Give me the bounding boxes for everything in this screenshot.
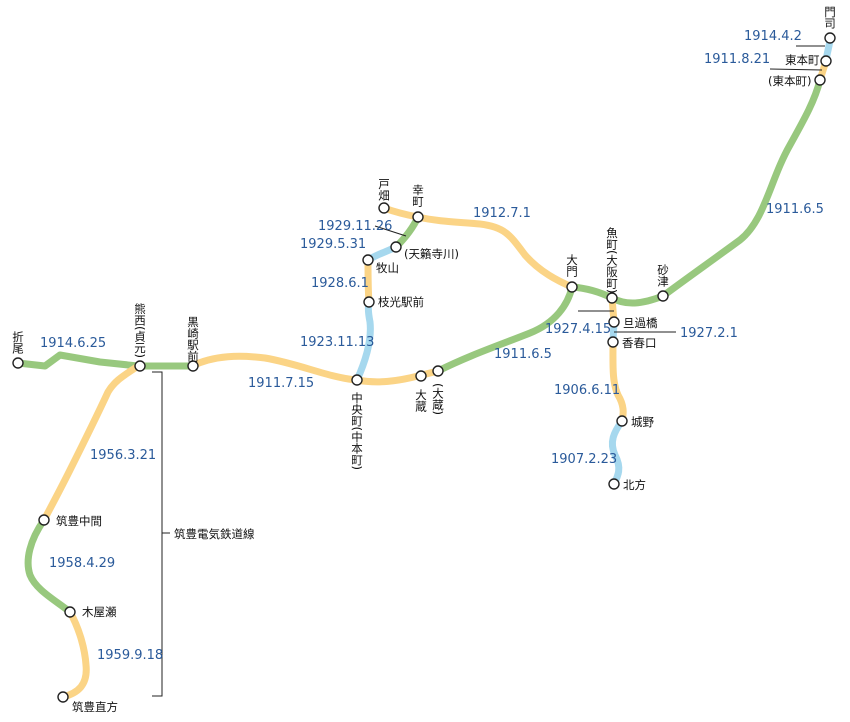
station-kitagata-marker (608, 478, 620, 490)
label-okura-old: (大蔵) (431, 383, 445, 415)
station-kasugaguchi-marker (607, 336, 619, 348)
date-uomachi-tankabashi: 1927.4.15 (545, 322, 611, 337)
date-okura-daimon: 1911.6.5 (494, 347, 552, 362)
leader-higashihonmachi (769, 68, 823, 71)
station-moji-marker (824, 32, 836, 44)
label-kumanishi: 熊西(貞元) (133, 302, 147, 358)
station-daimon-marker (566, 281, 578, 293)
label-moji: 門司 (823, 6, 837, 29)
label-okura: 大蔵 (414, 388, 428, 413)
segment-orio-kumanishi (14, 351, 142, 370)
station-okura-old-marker (432, 365, 444, 377)
station-nogata-marker (57, 691, 69, 703)
label-orio: 折尾 (11, 330, 25, 354)
station-kiyase-marker (64, 606, 76, 618)
station-kumanishi-marker (134, 360, 146, 372)
station-okura-marker (415, 370, 427, 382)
station-sunatsu-marker (657, 290, 669, 302)
date-kurosaki-chuomachi: 1911.7.15 (248, 376, 314, 391)
date-makiyama-tenraiji: 1929.5.31 (300, 237, 366, 252)
segment-kurosaki-chuomachi (188, 352, 361, 384)
leader-1929-11-26 (374, 225, 407, 237)
label-kasugaguchi: 香春口 (622, 336, 657, 350)
station-tobata-marker (378, 202, 390, 214)
station-higashihonmachi-marker (820, 55, 832, 67)
segment-kasugaguchi-johno (609, 338, 627, 425)
segment-uomachi-sunatsu (608, 292, 667, 307)
station-johno-marker (616, 415, 628, 427)
label-bracket-chikuho: 筑豊電気鉄道線 (174, 527, 255, 541)
segment-kumanishi-nakama (40, 362, 142, 524)
station-chuomachi-marker (351, 374, 363, 386)
label-johno: 城野 (631, 415, 654, 429)
label-makiyama: 牧山 (376, 261, 399, 275)
label-edakomitsu: 枝光駅前 (378, 295, 424, 309)
station-saiwaicho-marker (412, 211, 424, 223)
date-edakomitsu-makiyama: 1928.6.1 (311, 276, 369, 291)
leader-lines (152, 45, 825, 697)
label-higashihonmachi-old: (東本町) (768, 74, 811, 88)
date-kumanishi-nakama: 1956.3.21 (90, 448, 156, 463)
label-tenraiji: (天籟寺川) (404, 247, 459, 261)
station-kurosaki-marker (187, 360, 199, 372)
segment-johno-kitagata (608, 417, 626, 488)
date-tenraiji-saiwaicho: 1929.11.26 (318, 219, 392, 234)
segment-nakama-kiyase (24, 516, 74, 616)
date-higashihonmachi: 1911.8.21 (704, 52, 770, 67)
date-saiwaicho-daimon: 1912.7.1 (473, 206, 531, 221)
station-nakama-marker (38, 514, 50, 526)
segment-saiwaicho-daimon (414, 213, 576, 291)
date-johno-kitagata: 1907.2.23 (551, 452, 617, 467)
label-nogata: 筑豊直方 (72, 700, 118, 714)
station-tankabashi-marker (608, 316, 620, 328)
station-uomachi-marker (606, 292, 618, 304)
date-moji: 1914.4.2 (744, 29, 802, 44)
date-chuomachi-edakomitsu: 1923.11.13 (300, 335, 374, 350)
stations (12, 32, 836, 703)
label-chuomachi: 中央町(中本町) (350, 392, 364, 470)
label-saiwaicho: 幸町 (411, 184, 425, 207)
label-nakama: 筑豊中間 (56, 514, 102, 528)
date-kiyase-nogata: 1959.9.18 (97, 648, 163, 663)
label-sunatsu: 砂津 (656, 264, 670, 287)
station-makiyama-marker (362, 254, 374, 266)
station-higashihonmachi-old-marker (814, 74, 826, 86)
label-daimon: 大門 (565, 253, 579, 278)
label-tankabashi: 旦過橋 (623, 316, 658, 330)
date-kasugaguchi-johno: 1906.6.11 (554, 383, 620, 398)
segment-kiyase-nogata (59, 608, 90, 701)
date-tankabashi-kasugaguchi: 1927.2.1 (680, 326, 738, 341)
station-edakomitsu-marker (363, 296, 375, 308)
label-uomachi: 魚町(大阪町) (605, 227, 619, 293)
date-nakama-kiyase: 1958.4.29 (49, 556, 115, 571)
station-orio-marker (12, 357, 24, 369)
segment-okura-daimon (434, 283, 576, 375)
station-tenraiji-marker (390, 241, 402, 253)
label-higashihonmachi: 東本町 (785, 53, 820, 67)
bracket-chikuho-line (152, 371, 163, 697)
label-kitagata: 北方 (623, 478, 646, 492)
label-kurosaki: 黒崎駅前 (186, 316, 200, 363)
date-sunatsu-higashihonmachi: 1911.6.5 (766, 202, 824, 217)
segment-sunatsu-higashihonmachi (659, 76, 824, 300)
date-orio-kumanishi: 1914.6.25 (40, 336, 106, 351)
label-kiyase: 木屋瀬 (82, 605, 117, 619)
label-tobata: 戸畑 (377, 178, 391, 201)
